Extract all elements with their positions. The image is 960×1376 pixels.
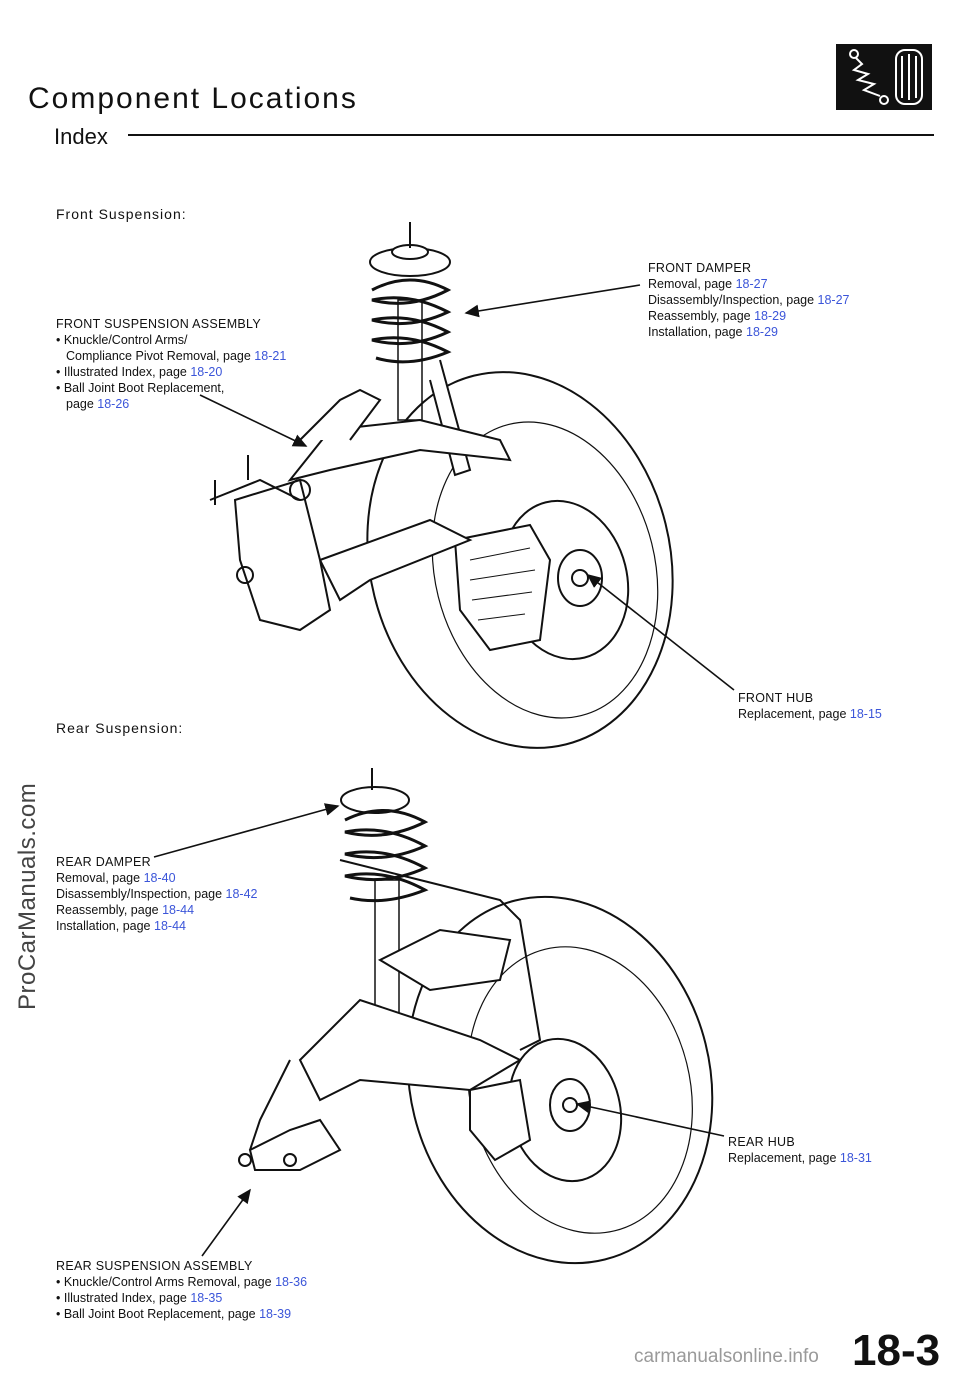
- rear-assembly-callout: REAR SUSPENSION ASSEMBLY • Knuckle/Contr…: [56, 1259, 308, 1321]
- page-link[interactable]: 18-36: [275, 1275, 308, 1289]
- front-hub-drawing: [557, 549, 603, 607]
- page-link[interactable]: 18-26: [97, 397, 130, 411]
- shock-absorber-and-tire-icon: [836, 44, 932, 110]
- rear-hub-callout: REAR HUB Replacement, page 18-31: [728, 1135, 872, 1165]
- rear-damper-callout: REAR DAMPER Removal, page 18-40 Disassem…: [56, 855, 258, 933]
- rear-suspension-heading: Rear Suspension:: [56, 720, 184, 736]
- page-link[interactable]: 18-29: [746, 325, 778, 339]
- page-link[interactable]: 18-29: [754, 309, 787, 323]
- front-assembly-title: FRONT SUSPENSION ASSEMBLY: [56, 317, 262, 331]
- rear-hub-title: REAR HUB: [728, 1135, 795, 1149]
- front-caliper: [453, 523, 552, 652]
- rear-assembly-leader: [201, 1188, 251, 1257]
- header-rule: [128, 134, 934, 136]
- page-link[interactable]: 18-40: [143, 871, 176, 885]
- rear-lower-arm: [298, 998, 523, 1102]
- page-link[interactable]: 18-42: [225, 887, 258, 901]
- front-hub-callout: FRONT HUB Replacement, page 18-15: [738, 691, 882, 721]
- page-link[interactable]: 18-44: [154, 919, 186, 933]
- page-link[interactable]: 18-31: [839, 1151, 872, 1165]
- page-link[interactable]: 18-44: [162, 903, 195, 917]
- rear-suspension-drawing: [238, 768, 714, 1265]
- side-watermark: ProCarManuals.com: [14, 782, 41, 1010]
- front-damper-callout: FRONT DAMPER Removal, page 18-27 Disasse…: [648, 261, 850, 339]
- front-hub-title: FRONT HUB: [738, 691, 814, 705]
- rear-damper-leader: [153, 803, 340, 858]
- footer-watermark: carmanualsonline.info: [634, 1346, 819, 1367]
- front-assembly-callout: FRONT SUSPENSION ASSEMBLY • Knuckle/Cont…: [56, 317, 287, 411]
- front-assembly-leader: [199, 394, 308, 447]
- front-damper-leader: [464, 284, 641, 318]
- front-lower-arm: [318, 518, 473, 602]
- rear-upper-arm: [377, 928, 512, 992]
- front-suspension-heading: Front Suspension:: [56, 206, 187, 222]
- rear-coil-spring: [340, 768, 429, 1041]
- page-link[interactable]: 18-39: [259, 1307, 292, 1321]
- rear-damper-title: REAR DAMPER: [56, 855, 151, 869]
- page-title: Component Locations: [28, 82, 358, 115]
- front-suspension-drawing: [209, 222, 674, 749]
- front-knuckle: [233, 478, 332, 632]
- page-link[interactable]: 18-27: [817, 293, 850, 307]
- page-link[interactable]: 18-15: [849, 707, 882, 721]
- front-damper-title: FRONT DAMPER: [648, 261, 752, 275]
- page-link[interactable]: 18-21: [254, 349, 287, 363]
- rear-hub-leader: [575, 1100, 725, 1137]
- rear-assembly-title: REAR SUSPENSION ASSEMBLY: [56, 1259, 253, 1273]
- page-link[interactable]: 18-35: [190, 1291, 223, 1305]
- page-link[interactable]: 18-20: [190, 365, 223, 379]
- rear-caliper: [469, 1078, 532, 1162]
- page-subtitle: Index: [54, 124, 108, 149]
- page-link[interactable]: 18-27: [735, 277, 768, 291]
- front-hub-leader: [586, 574, 735, 691]
- page-number: 18-3: [852, 1326, 941, 1375]
- rear-knuckle: [248, 1118, 342, 1171]
